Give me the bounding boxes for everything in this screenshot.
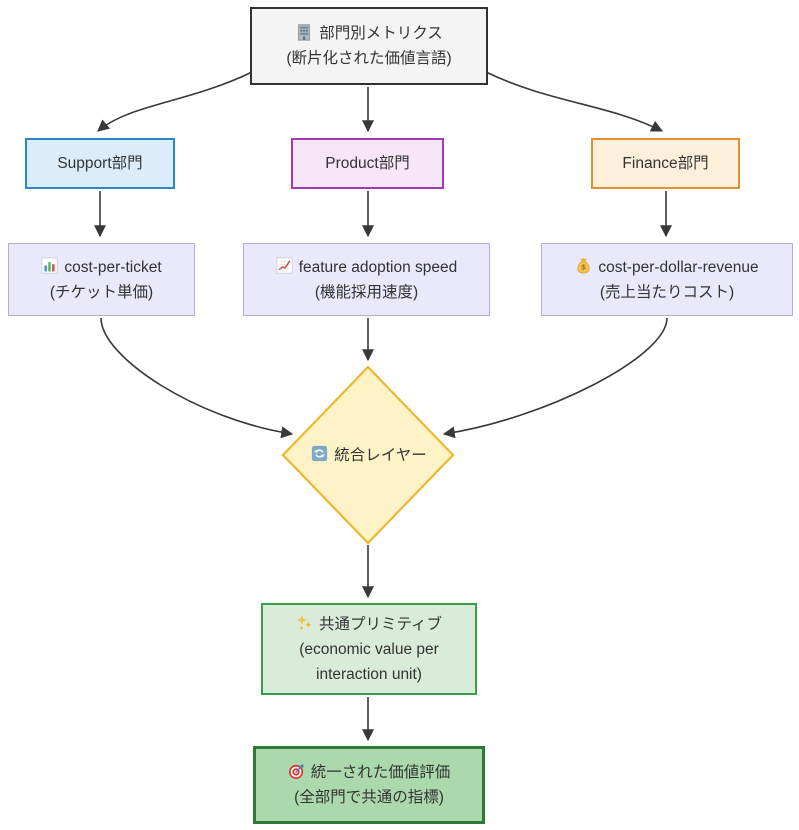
node-cost-per-dollar-revenue: $ cost-per-dollar-revenue (売上当たりコスト) (541, 243, 793, 316)
edge-metric3-integration (442, 317, 668, 439)
node-sublabel: (economic value per (299, 640, 439, 658)
node-support-dept: Support部門 (25, 138, 175, 189)
node-integration-layer: 統合レイヤー (283, 442, 455, 468)
node-integration-diamond (281, 365, 455, 545)
building-icon (295, 23, 313, 41)
node-common-primitive: 共通プリミティブ (economic value per interaction… (261, 603, 477, 695)
edge-metric1-integration (100, 317, 294, 439)
node-finance-dept: Finance部門 (591, 138, 740, 189)
target-icon (288, 763, 305, 780)
svg-text:$: $ (581, 262, 586, 271)
node-sublabel: (チケット単価) (49, 283, 154, 301)
node-unified-value: 統一された価値評価 (全部門で共通の指標) (253, 746, 485, 824)
node-sublabel: (全部門で共通の指標) (294, 789, 444, 806)
node-sublabel: (断片化された価値言語) (286, 50, 452, 67)
node-product-dept: Product部門 (291, 138, 444, 189)
edge-source-support (97, 71, 253, 132)
node-label: 統一された価値評価 (310, 764, 451, 781)
node-label: cost-per-dollar-revenue (598, 258, 759, 276)
cycle-icon (311, 445, 328, 462)
node-label: 部門別メトリクス (319, 25, 443, 42)
node-label: Support部門 (57, 155, 143, 172)
node-label: 統合レイヤー (334, 446, 427, 464)
node-label: cost-per-ticket (64, 258, 162, 276)
node-sublabel: (売上当たりコスト) (599, 283, 735, 301)
node-department-metrics: 部門別メトリクス (断片化された価値言語) (250, 7, 488, 85)
edge-source-finance (485, 71, 664, 132)
sparkles-icon (296, 614, 313, 631)
bar-chart-icon (41, 257, 58, 274)
node-label: Finance部門 (622, 155, 709, 172)
node-sublabel: interaction unit) (316, 665, 422, 683)
node-cost-per-ticket: cost-per-ticket (チケット単価) (8, 243, 195, 316)
money-bag-icon: $ (575, 257, 592, 274)
node-label: 共通プリミティブ (318, 615, 443, 633)
node-sublabel: (機能採用速度) (314, 283, 419, 301)
line-chart-icon (276, 257, 293, 274)
node-label: feature adoption speed (298, 258, 458, 276)
node-label: Product部門 (325, 155, 410, 172)
node-feature-adoption-speed: feature adoption speed (機能採用速度) (243, 243, 490, 316)
